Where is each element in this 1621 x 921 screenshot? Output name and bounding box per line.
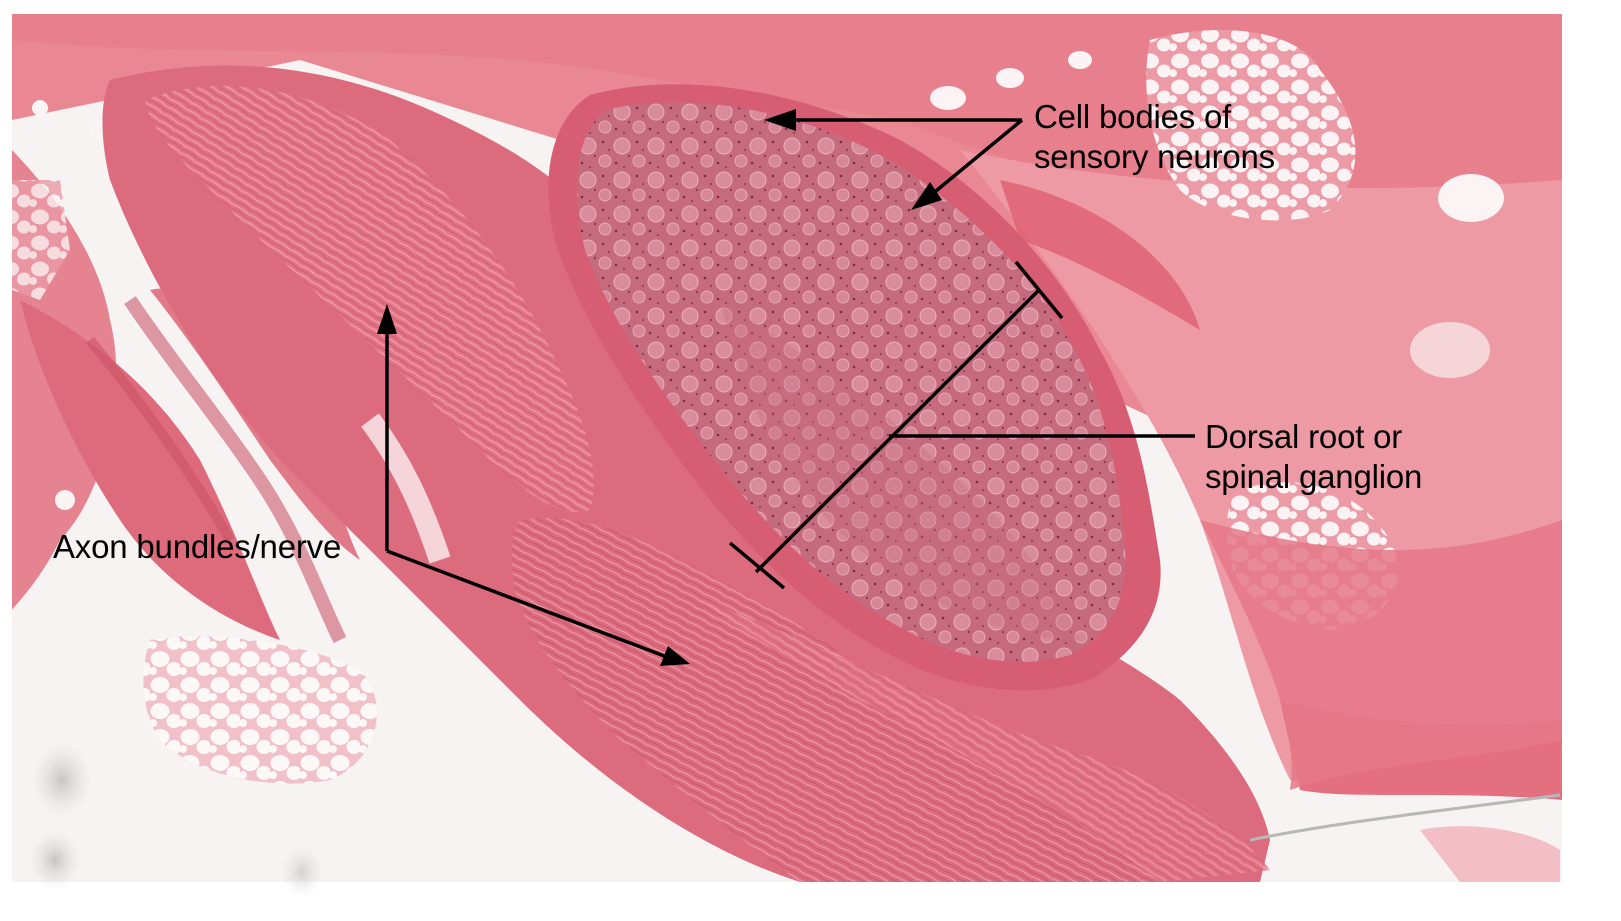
label-ganglion-line1: Dorsal root or	[1205, 418, 1403, 455]
label-ganglion: Dorsal root or spinal ganglion	[1205, 417, 1422, 497]
arrowhead-icon	[377, 304, 397, 334]
ganglion-bracket	[728, 260, 1195, 590]
label-cell-bodies-line1: Cell bodies of	[1034, 98, 1232, 135]
axon-pointer	[385, 322, 676, 662]
label-cell-bodies-line2: sensory neurons	[1034, 138, 1275, 175]
arrowhead-icon	[764, 109, 796, 131]
label-axon-bundles: Axon bundles/nerve	[53, 527, 341, 567]
arrowhead-icon	[660, 646, 690, 666]
arrowhead-icon	[911, 182, 942, 210]
lower-nerve-bundle	[511, 518, 1161, 882]
label-axon-line1: Axon bundles/nerve	[53, 528, 342, 565]
cell-bodies-pointer	[774, 115, 1024, 202]
label-cell-bodies: Cell bodies of sensory neurons	[1034, 97, 1275, 177]
ganglion-cell-bodies	[576, 102, 1126, 662]
label-ganglion-line2: spinal ganglion	[1205, 458, 1423, 495]
upper-nerve-bundle	[145, 85, 594, 512]
